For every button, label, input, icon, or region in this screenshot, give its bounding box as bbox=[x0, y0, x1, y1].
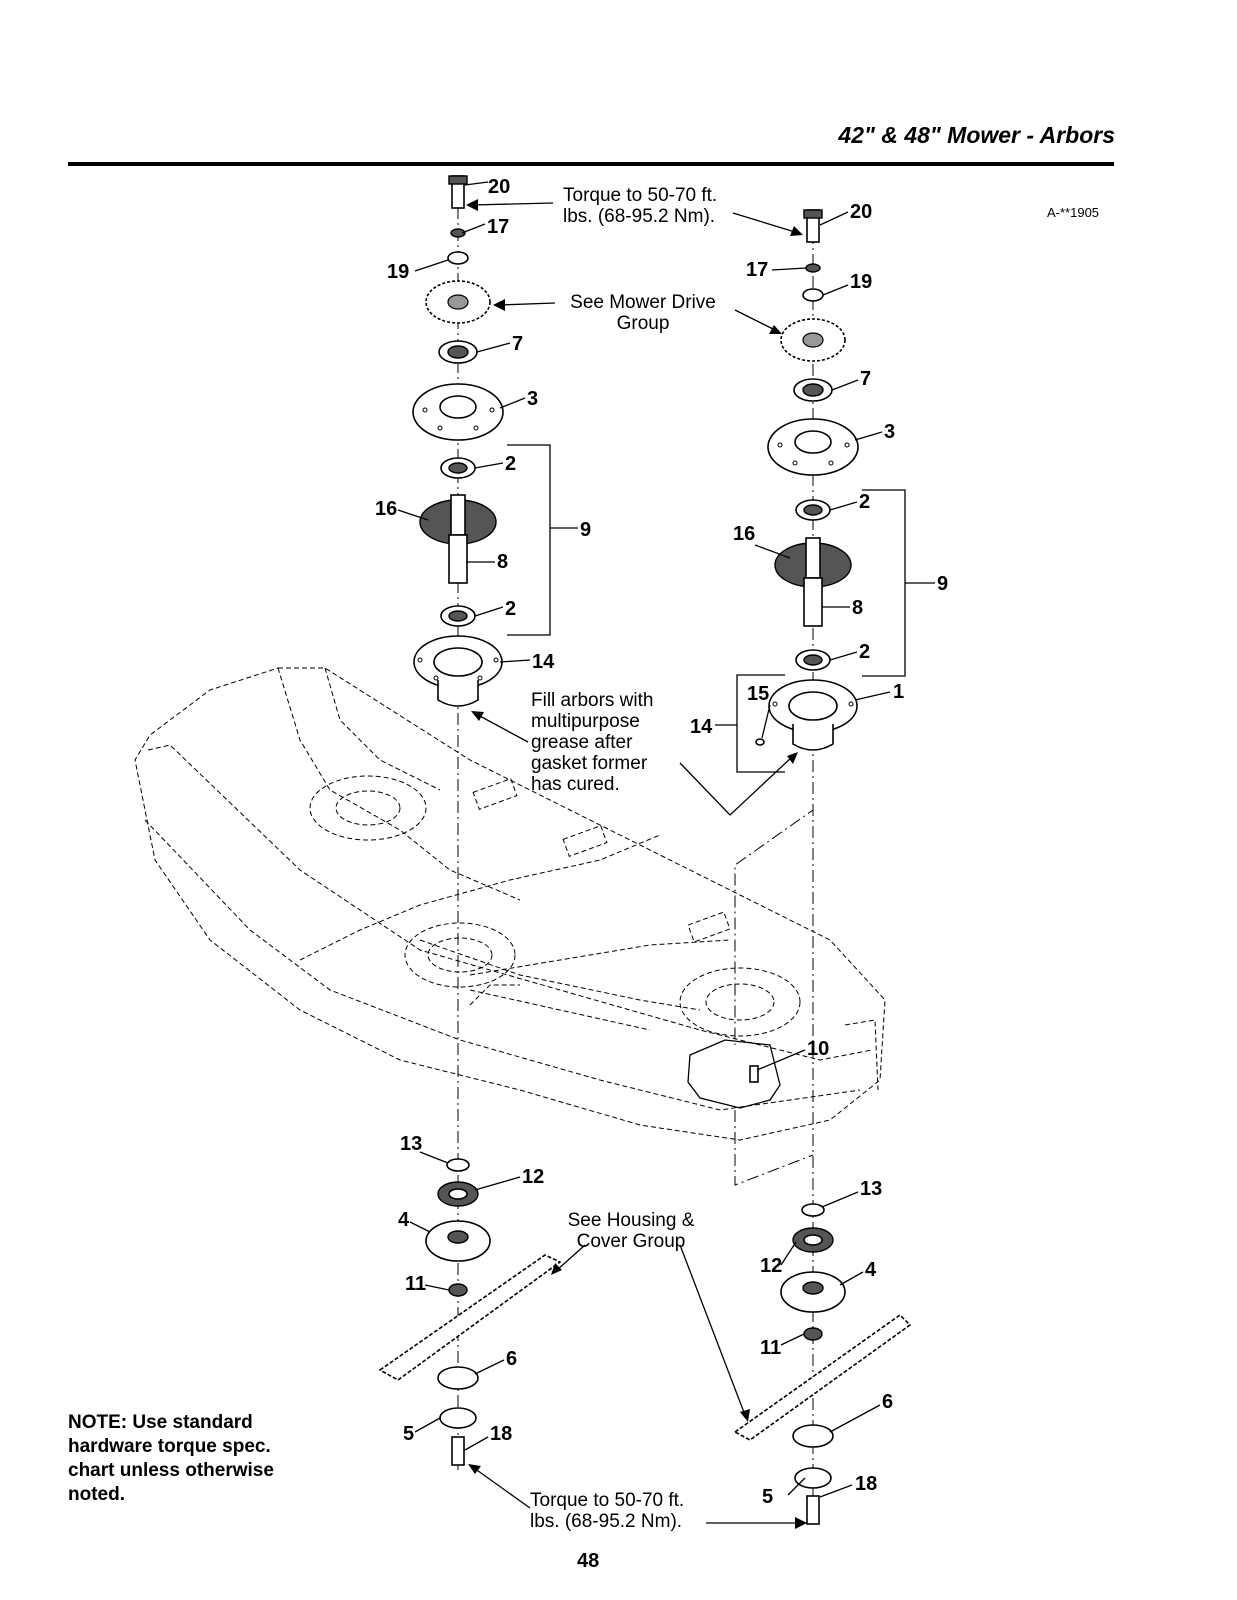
part-label-2: 2 bbox=[505, 598, 516, 620]
part-label-11: 11 bbox=[760, 1337, 781, 1359]
part-label-4: 4 bbox=[865, 1259, 877, 1281]
page-number: 48 bbox=[577, 1550, 600, 1572]
part-label-19: 19 bbox=[850, 271, 872, 293]
part-label-3: 3 bbox=[527, 388, 538, 410]
figure-id: A-**1905 bbox=[1047, 205, 1100, 220]
mower-drive-callout: See Mower Drive Group bbox=[570, 292, 716, 334]
part-label-5: 5 bbox=[762, 1486, 773, 1508]
torque-callout-bottom: Torque to 50-70 ft. lbs. (68-95.2 Nm). bbox=[530, 1490, 685, 1532]
part-number-labels: 20 17 19 7 3 2 16 9 8 2 14 20 17 19 7 3 … bbox=[375, 176, 948, 1508]
deck-cover-plate bbox=[687, 1039, 781, 1109]
part-label-2: 2 bbox=[859, 641, 870, 663]
part-label-11: 11 bbox=[405, 1273, 426, 1295]
part-label-4: 4 bbox=[398, 1209, 410, 1231]
part-label-19: 19 bbox=[387, 261, 409, 283]
housing-cover-callout: See Housing & Cover Group bbox=[567, 1210, 695, 1252]
part-label-18: 18 bbox=[490, 1423, 512, 1445]
page-title: 42" & 48" Mower - Arbors bbox=[838, 122, 1115, 148]
part-label-9: 9 bbox=[937, 573, 948, 595]
part-label-17: 17 bbox=[746, 259, 768, 281]
mower-deck bbox=[134, 667, 886, 1141]
part-label-15: 15 bbox=[747, 683, 769, 705]
part-label-7: 7 bbox=[860, 368, 871, 390]
part-label-8: 8 bbox=[497, 551, 508, 573]
axis-lines bbox=[457, 185, 814, 1510]
part-label-12: 12 bbox=[760, 1255, 782, 1277]
left-arbor-stack bbox=[378, 175, 562, 1466]
part-label-2: 2 bbox=[859, 491, 870, 513]
part-label-3: 3 bbox=[884, 421, 895, 443]
part-label-1: 1 bbox=[893, 681, 904, 703]
part-label-20: 20 bbox=[488, 176, 510, 198]
torque-note: NOTE: Use standard hardware torque spec.… bbox=[68, 1412, 274, 1505]
part-label-20: 20 bbox=[850, 201, 872, 223]
part-label-10: 10 bbox=[807, 1038, 829, 1060]
part-label-7: 7 bbox=[512, 333, 523, 355]
part-label-13: 13 bbox=[860, 1178, 882, 1200]
part-label-13: 13 bbox=[400, 1133, 422, 1155]
part-label-16: 16 bbox=[733, 523, 755, 545]
part-label-12: 12 bbox=[522, 1166, 544, 1188]
part-label-14: 14 bbox=[690, 716, 713, 738]
torque-callout-top: Torque to 50-70 ft. lbs. (68-95.2 Nm). bbox=[563, 185, 718, 227]
header-rule bbox=[68, 162, 1114, 166]
part-label-17: 17 bbox=[487, 216, 509, 238]
part-label-18: 18 bbox=[855, 1473, 877, 1495]
part-label-9: 9 bbox=[580, 519, 591, 541]
part-label-16: 16 bbox=[375, 498, 397, 520]
fill-arbors-callout: Fill arbors with multipurpose grease aft… bbox=[531, 690, 654, 795]
part-label-2: 2 bbox=[505, 453, 516, 475]
right-arbor-stack bbox=[733, 209, 912, 1525]
part-label-5: 5 bbox=[403, 1423, 414, 1445]
part-label-8: 8 bbox=[852, 597, 863, 619]
part-label-14: 14 bbox=[532, 651, 555, 673]
part-label-6: 6 bbox=[506, 1348, 517, 1370]
leader-lines bbox=[397, 181, 935, 1529]
part-label-6: 6 bbox=[882, 1391, 893, 1413]
